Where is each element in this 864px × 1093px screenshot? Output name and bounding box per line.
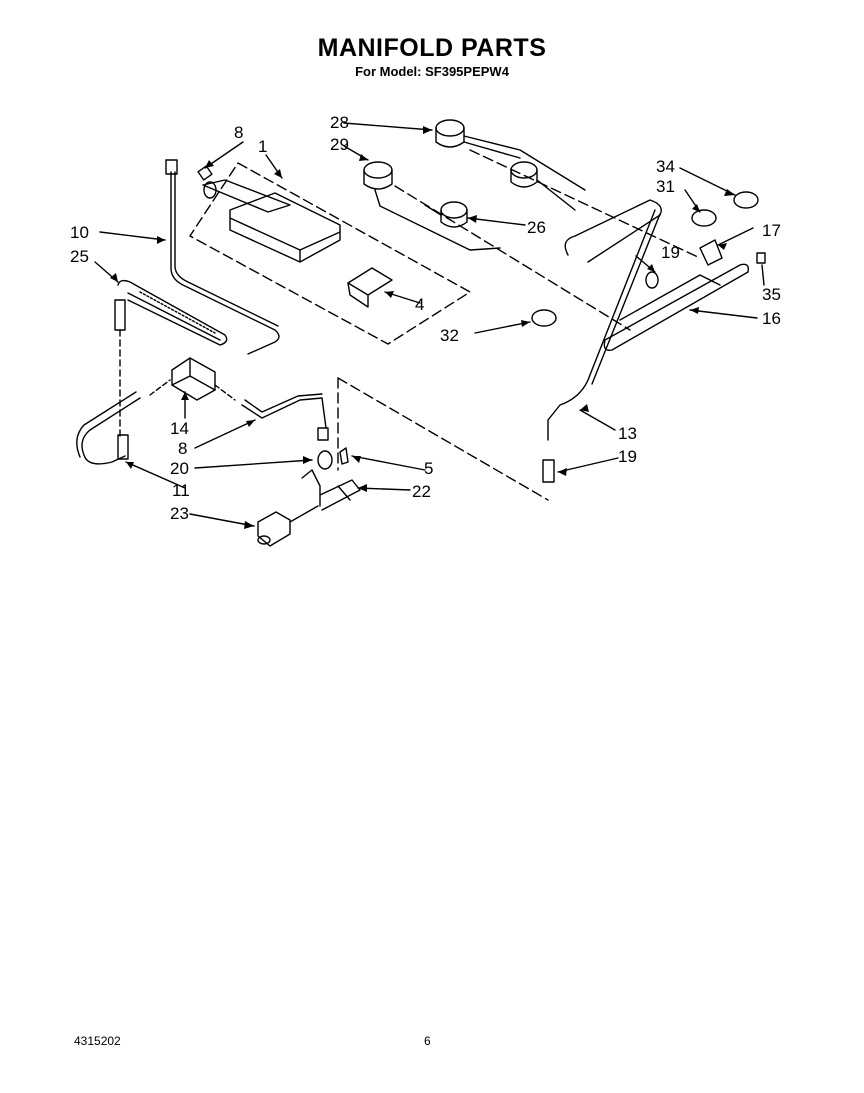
burner-29 xyxy=(363,161,501,251)
callout-19-bottom: 19 xyxy=(618,447,637,466)
callout-35: 35 xyxy=(762,285,781,304)
dashed-group-outline xyxy=(189,162,471,345)
burner-26 xyxy=(424,201,468,228)
callout-20: 20 xyxy=(170,459,189,478)
part-20 xyxy=(317,450,333,470)
callout-8-text: 8 xyxy=(178,439,187,459)
model-subtitle: For Model: SF395PEPW4 xyxy=(355,64,509,79)
burner-28 xyxy=(435,119,586,191)
document-number: 4315202 xyxy=(74,1034,121,1048)
callout-31: 31 xyxy=(656,177,675,196)
knob-32 xyxy=(531,309,557,327)
manifold-16 xyxy=(603,263,750,351)
callout-23: 23 xyxy=(170,504,189,523)
page-number: 6 xyxy=(424,1034,431,1048)
callout-32: 32 xyxy=(440,326,459,345)
callout-17: 17 xyxy=(762,221,781,240)
callout-22: 22 xyxy=(412,482,431,501)
bracket-part xyxy=(347,267,393,308)
callout-19-top: 19 xyxy=(661,243,680,262)
callout-8-value: 8 xyxy=(178,439,188,458)
callout-7: 8 xyxy=(234,123,243,142)
part-5 xyxy=(339,447,349,465)
callout-10: 10 xyxy=(70,223,89,242)
fitting-19-bottom xyxy=(542,459,555,483)
callout-5: 5 xyxy=(424,459,433,478)
page-title: MANIFOLD PARTS xyxy=(317,34,547,62)
part-35 xyxy=(756,252,766,264)
callout-4: 4 xyxy=(415,295,424,314)
broil-burner-part xyxy=(114,279,228,346)
tube-13 xyxy=(547,209,656,441)
callout-13: 13 xyxy=(618,424,637,443)
knob-31 xyxy=(691,209,717,227)
fitting-top-left xyxy=(165,159,178,175)
callout-1: 1 xyxy=(258,137,267,156)
bracket-22 xyxy=(301,469,361,511)
fitting-7 xyxy=(197,165,213,181)
part-17 xyxy=(699,239,723,266)
callout-34: 34 xyxy=(656,157,675,176)
regulator-23 xyxy=(257,505,319,547)
oven-burner-part xyxy=(202,179,341,263)
fitting-8 xyxy=(317,427,329,441)
burner-right-rear xyxy=(510,161,576,211)
tube-8 xyxy=(241,397,327,429)
tube-10 xyxy=(170,171,280,355)
callout-26: 26 xyxy=(527,218,546,237)
callout-14-label: 14 xyxy=(170,419,189,438)
tube-11 xyxy=(81,397,141,465)
callout-28: 28 xyxy=(330,113,349,132)
knob-34 xyxy=(733,191,759,209)
fitting-19-top xyxy=(645,271,659,289)
callout-16: 16 xyxy=(762,309,781,328)
valve-14 xyxy=(171,357,216,401)
callout-11: 11 xyxy=(172,481,190,500)
callout-25: 25 xyxy=(70,247,89,266)
callout-29: 29 xyxy=(330,135,349,154)
fitting-11 xyxy=(117,434,129,460)
